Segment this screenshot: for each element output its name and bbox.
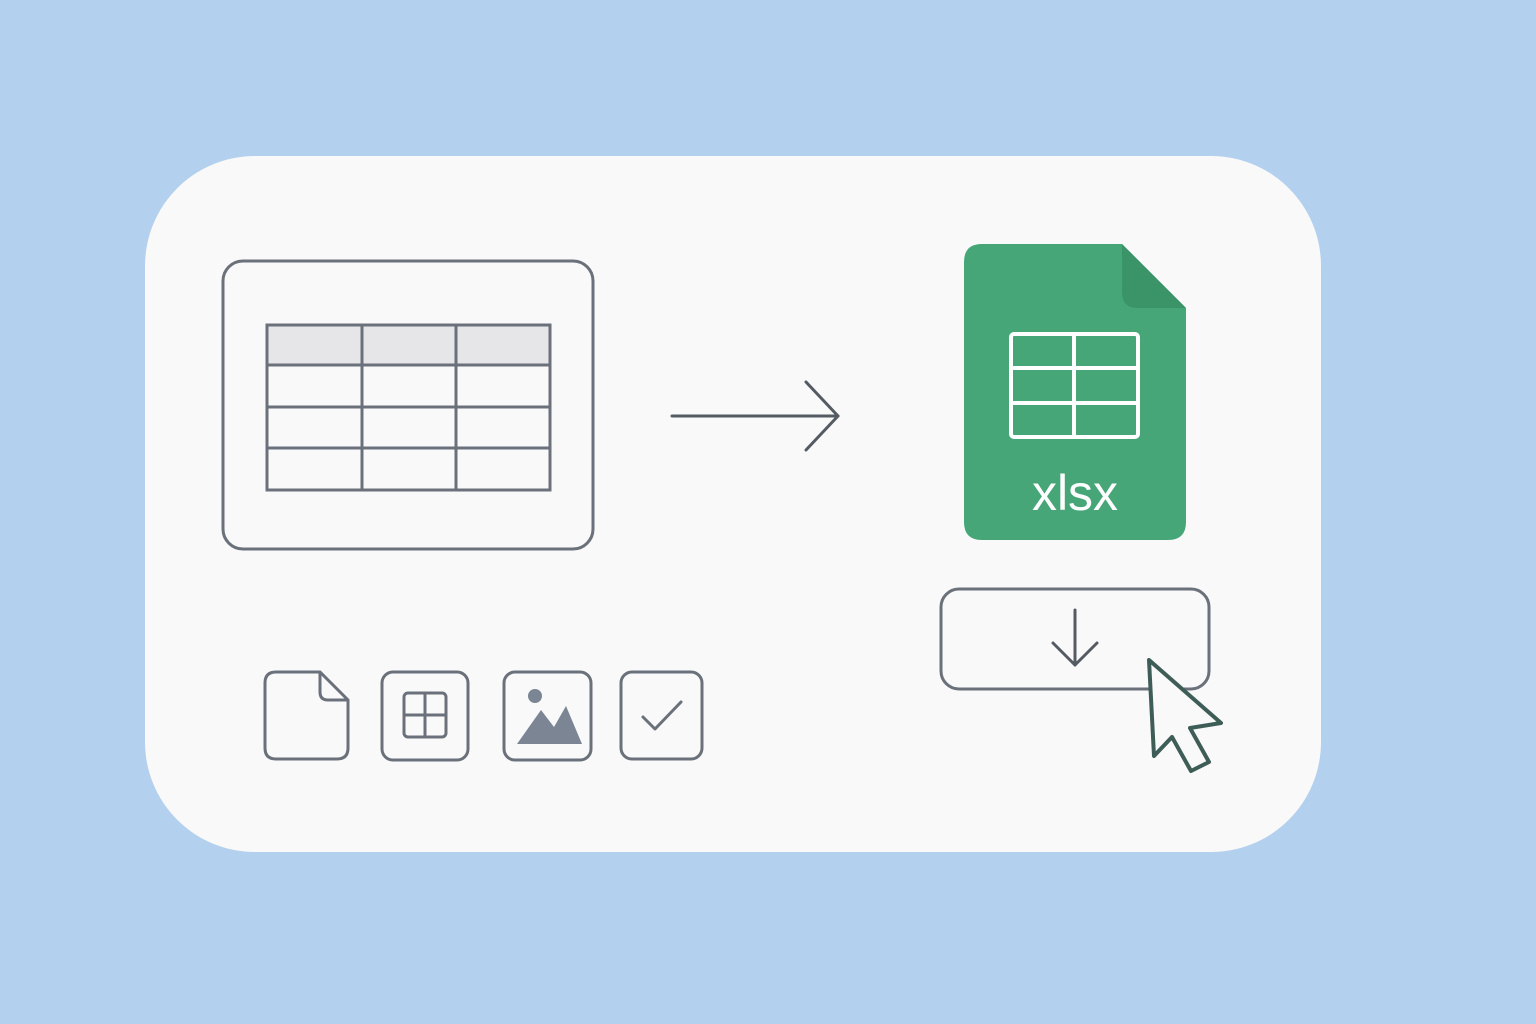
grid-icon[interactable]	[380, 670, 470, 762]
table-preview-panel	[221, 259, 595, 551]
file-type-label: xlsx	[1032, 465, 1118, 521]
download-button[interactable]	[939, 587, 1211, 691]
arrow-right-icon	[670, 380, 840, 452]
mouse-cursor-icon	[1147, 658, 1223, 773]
table-grid	[265, 323, 552, 492]
file-fold	[1122, 244, 1186, 308]
table-header-row	[267, 325, 550, 365]
xlsx-file-icon: xlsx	[964, 244, 1186, 540]
image-mountain	[517, 706, 582, 744]
checkbox-icon[interactable]	[619, 670, 704, 761]
image-sun	[528, 689, 542, 703]
spreadsheet-grid-icon	[1009, 332, 1140, 439]
image-icon[interactable]	[502, 670, 593, 762]
document-icon[interactable]	[263, 670, 350, 761]
download-arrow-icon	[1051, 608, 1099, 667]
